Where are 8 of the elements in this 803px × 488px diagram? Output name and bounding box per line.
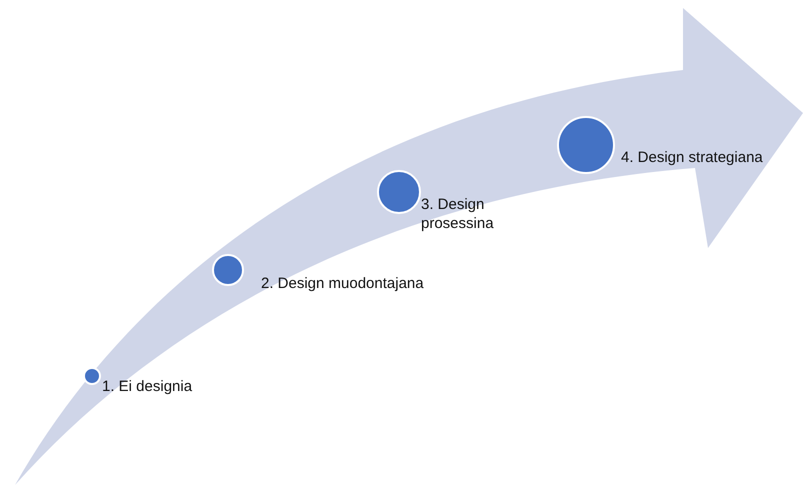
stage-circle — [83, 367, 101, 385]
stage-label: 4. Design strategiana — [621, 148, 764, 167]
stage-label: 3. Design prosessina — [421, 195, 495, 233]
stage-label: 2. Design muodontajana — [261, 274, 425, 293]
stage-circle — [212, 254, 244, 286]
stage-circle — [557, 116, 615, 174]
stage-label: 1. Ei designia — [102, 377, 194, 396]
stage-circle — [377, 170, 421, 214]
